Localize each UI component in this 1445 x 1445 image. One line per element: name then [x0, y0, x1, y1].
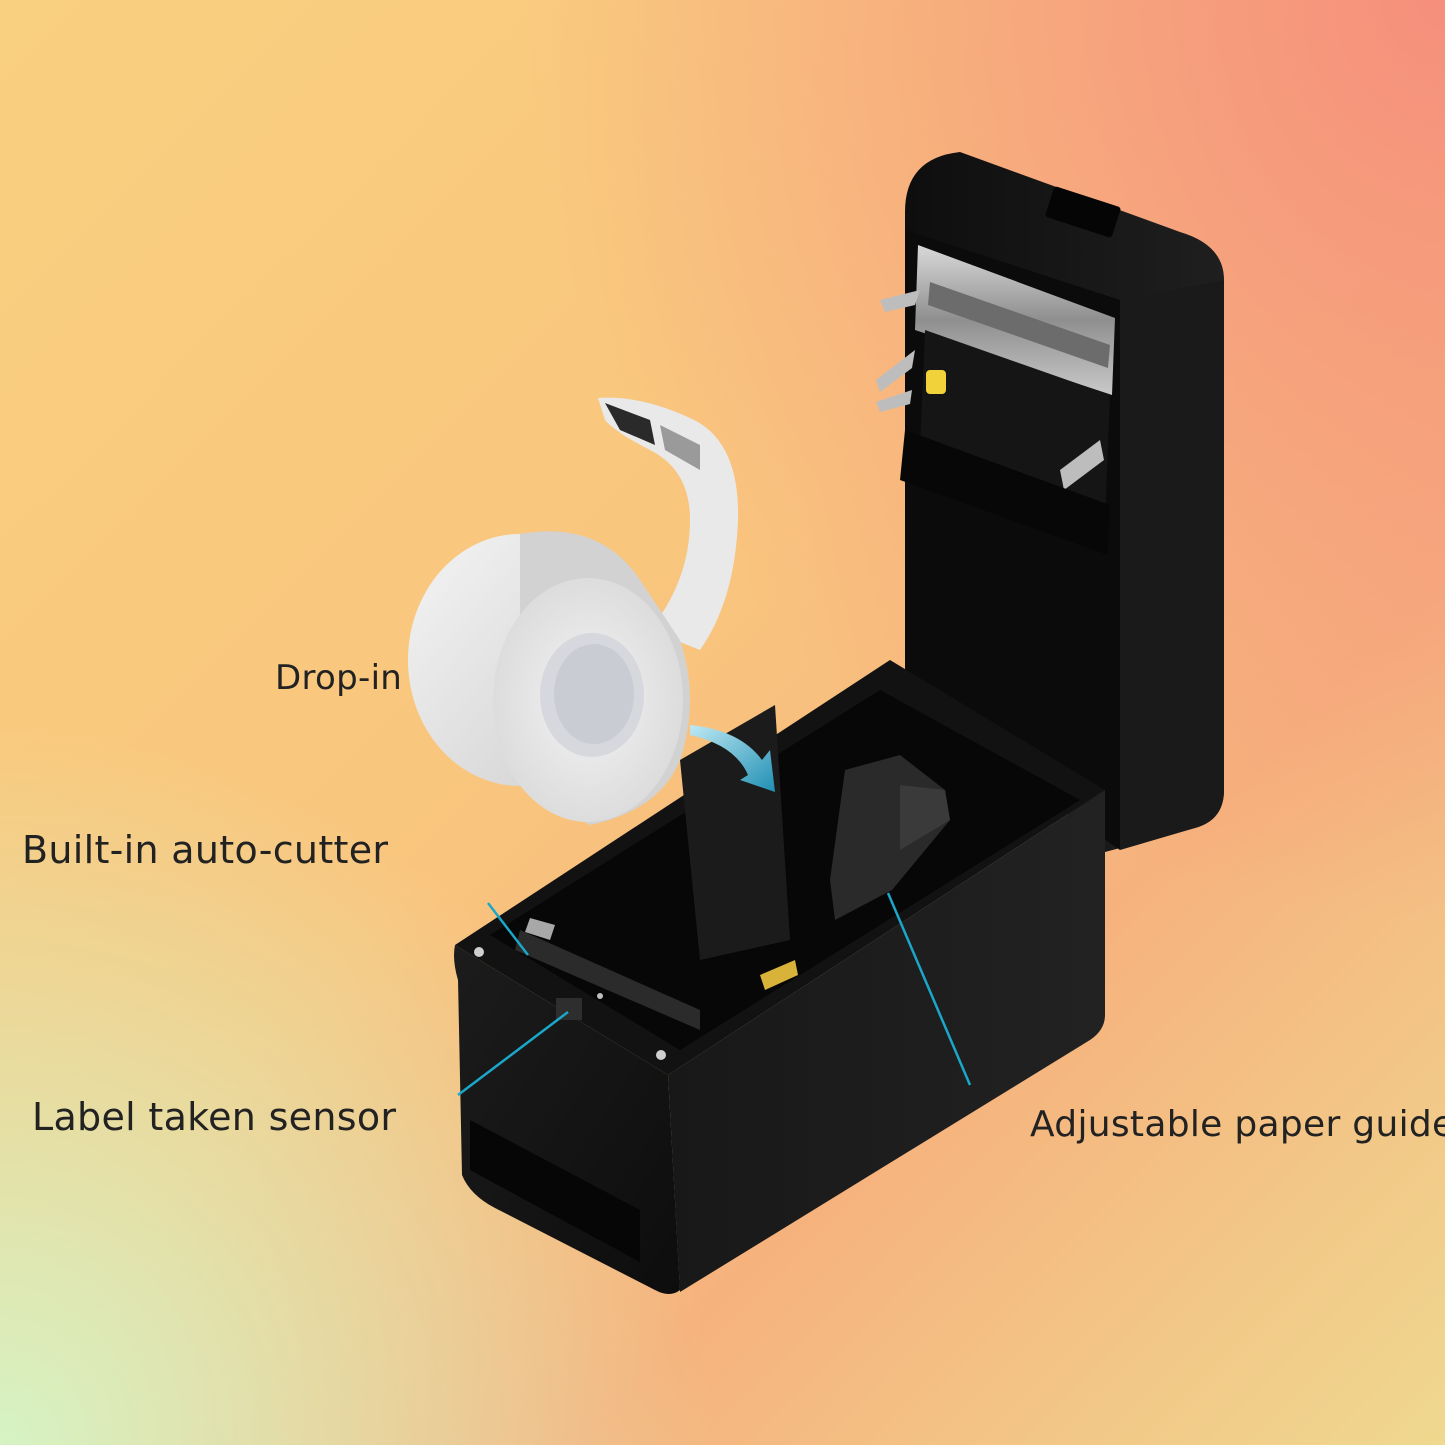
printer-base — [454, 660, 1105, 1294]
auto-cutter — [515, 930, 700, 1030]
auto-cutter-label: Built-in auto-cutter — [22, 828, 389, 872]
callout-leader-lines — [457, 892, 972, 1096]
drop-in-label: Drop-in — [275, 658, 403, 698]
label-taken-sensor — [556, 998, 582, 1020]
label-roll — [408, 397, 739, 825]
lid-release-button — [926, 370, 946, 394]
label-taken-sensor-label: Label taken sensor — [32, 1095, 397, 1139]
paper-exit-slot — [470, 1120, 640, 1262]
printer-lid — [876, 152, 1224, 852]
paper-guide-label: Adjustable paper guide — [1030, 1104, 1445, 1145]
drop-in-arrow — [690, 725, 775, 792]
